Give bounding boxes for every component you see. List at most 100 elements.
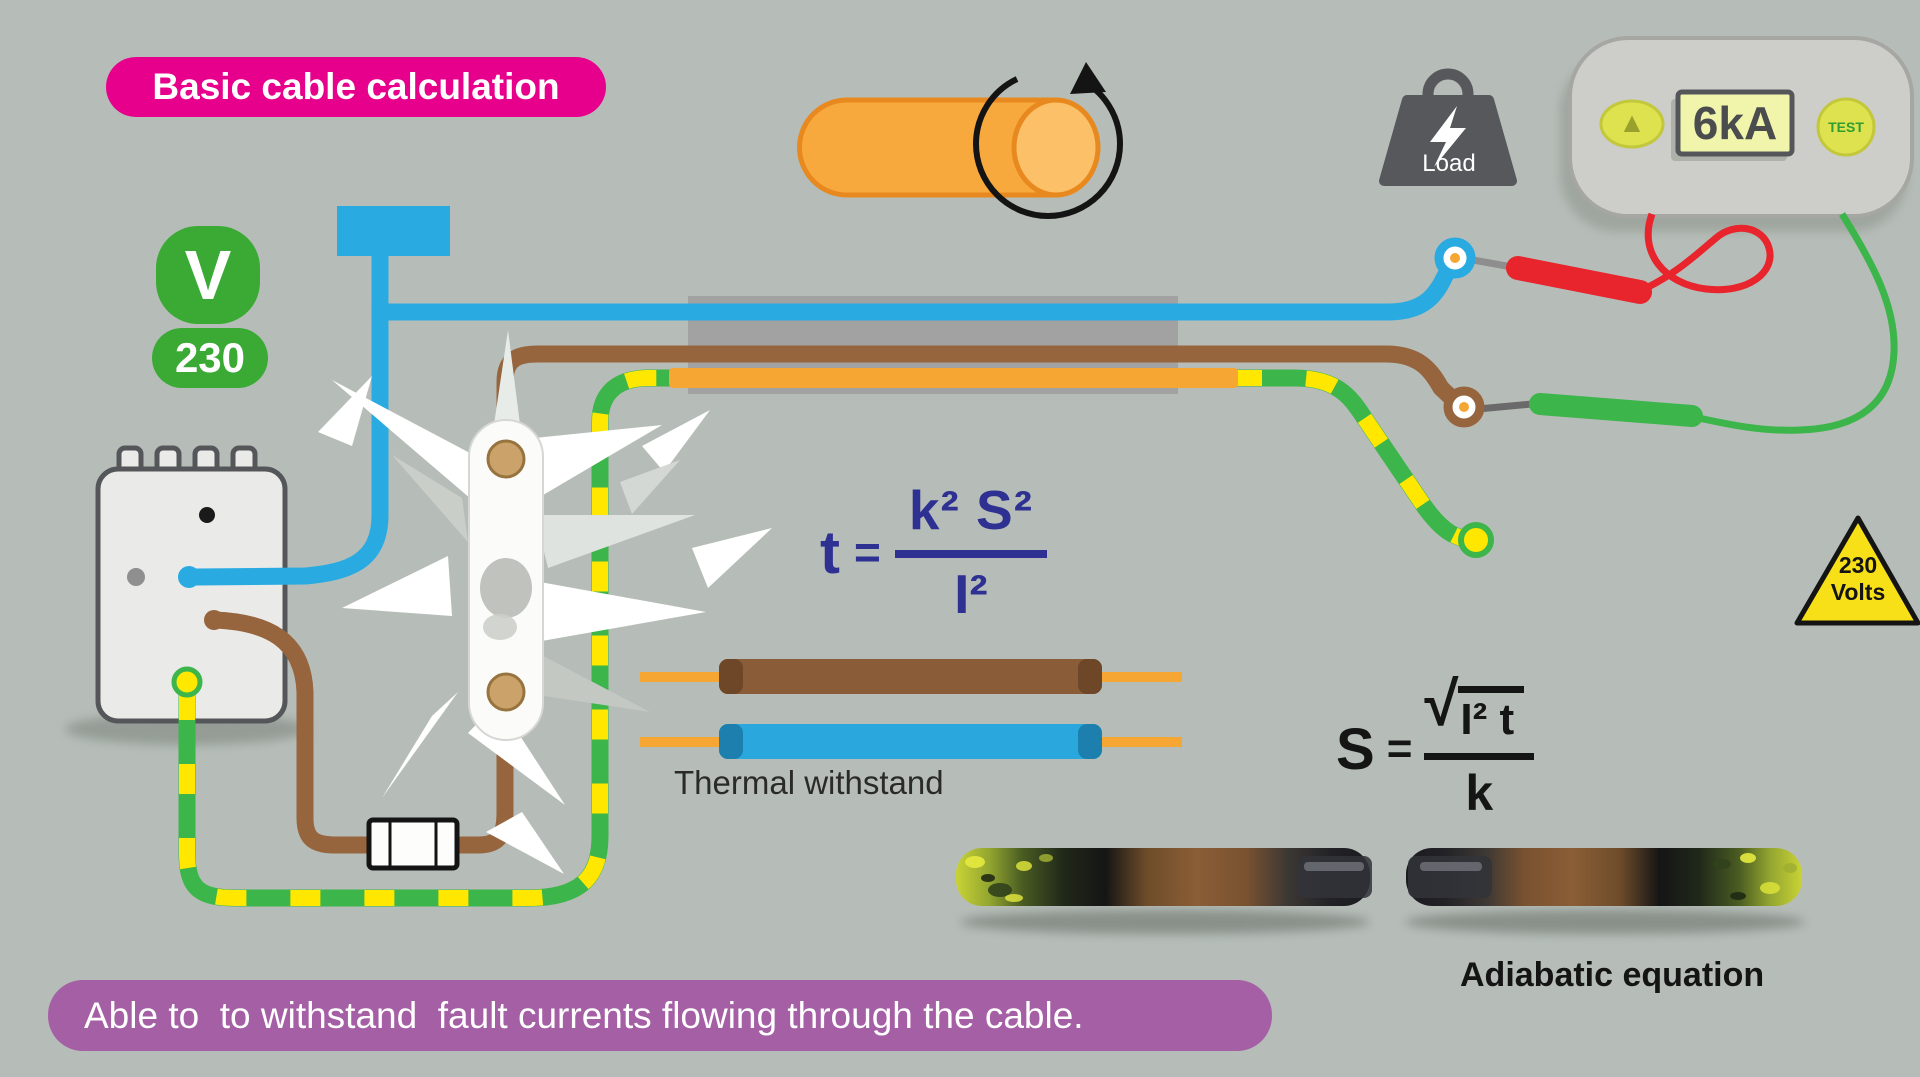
- burn-mottle: [1730, 892, 1746, 900]
- brown-cable-end: [1078, 659, 1102, 694]
- red-test-lead: [1642, 212, 1774, 294]
- wires: [178, 243, 1483, 907]
- load-label: Load: [1422, 150, 1476, 177]
- blue-cable-end: [1078, 724, 1102, 759]
- brown-terminal-core: [1459, 402, 1469, 412]
- brown-line-wire: [205, 345, 1468, 854]
- scorch-smudge: [483, 614, 517, 640]
- earth-terminal: [1458, 522, 1494, 558]
- formula-s-denominator: k: [1465, 765, 1494, 821]
- shard: [342, 556, 452, 616]
- brown-cable-end: [719, 659, 743, 694]
- brown-cable-insulation: [719, 659, 1102, 694]
- radical-sign: √: [1424, 670, 1459, 739]
- burn-mottle: [1740, 853, 1756, 863]
- formula-s-radicand: I² t: [1458, 686, 1525, 745]
- conductor-cylinder: [797, 62, 1123, 219]
- rotation-arrow-head: [1070, 62, 1106, 94]
- tester-up-button: [1599, 99, 1665, 149]
- meter-blue-terminal: [178, 566, 200, 588]
- warning-voltage-value: 230: [1838, 552, 1878, 578]
- burnt-cable-shadow: [1405, 910, 1805, 934]
- title-badge: Basic cable calculation: [106, 57, 606, 117]
- shard: [318, 376, 372, 446]
- burn-mottle: [1005, 894, 1023, 902]
- exposed-conductor-bottom: [486, 672, 526, 712]
- adiabatic-burnt-cables: [956, 848, 1805, 934]
- shard: [536, 582, 706, 642]
- burnt-cable-shadow: [960, 910, 1370, 934]
- meter-earth-terminal: [171, 666, 203, 698]
- tester-display-value: 6kA: [1692, 97, 1778, 149]
- formula-s-numerator: √ I² t: [1424, 670, 1535, 760]
- lightning-icon: [1430, 106, 1466, 167]
- fuse: [366, 817, 460, 871]
- loop-tester: [1461, 36, 1914, 434]
- tester-test-button: [1816, 97, 1876, 157]
- meter-gray-dot: [127, 568, 145, 586]
- burn-mottle: [1016, 861, 1032, 871]
- earth-wire-left: [178, 369, 685, 907]
- shard: [382, 692, 458, 798]
- burn-mottle: [1713, 859, 1731, 869]
- formula-t-numerator: k² S²: [894, 478, 1048, 558]
- voltage-value-badge: 230: [152, 328, 268, 388]
- rotation-arrow-icon: [973, 69, 1123, 219]
- adiabatic-equation-formula: S = √ I² t k: [1336, 670, 1535, 822]
- scorch-smudge: [480, 558, 532, 618]
- shard: [332, 380, 478, 505]
- burn-mottle: [981, 874, 995, 882]
- shard: [642, 410, 710, 472]
- red-probe: [1506, 256, 1652, 304]
- burnt-cable-right: [1406, 848, 1802, 906]
- formula-s-lhs: S: [1336, 716, 1375, 782]
- formula-t-equals: =: [853, 526, 881, 578]
- burn-mottle: [988, 883, 1012, 897]
- copper-core: [669, 368, 1238, 388]
- green-probe-tip: [1477, 400, 1533, 413]
- tester-display: [1675, 89, 1795, 157]
- shard: [620, 460, 680, 514]
- exposed-conductor-top: [486, 439, 526, 479]
- blue-cable-end: [719, 724, 743, 759]
- burnt-cable-left: [956, 848, 1370, 906]
- voltage-symbol-badge: V: [156, 226, 260, 324]
- test-terminals: [1434, 237, 1494, 558]
- meter-black-dot: [199, 507, 215, 523]
- shard: [492, 330, 522, 440]
- burn-mottle: [1039, 854, 1053, 862]
- busbar-block: [337, 206, 450, 256]
- formula-t-denominator: I²: [954, 563, 988, 625]
- blue-cable-insulation: [719, 724, 1102, 759]
- formula-t-fraction: k² S² I²: [894, 478, 1048, 626]
- up-triangle-icon: ▲: [1618, 107, 1646, 138]
- burn-mottle: [1760, 882, 1780, 894]
- damaged-cable-section: [318, 330, 772, 874]
- warning-sign-text: 230 Volts: [1806, 552, 1910, 606]
- warning-triangle-icon: [1794, 515, 1920, 626]
- shard: [486, 812, 564, 874]
- caption-banner: Able to to withstand fault currents flow…: [48, 980, 1272, 1051]
- shard: [515, 425, 662, 498]
- green-probe: [1529, 393, 1703, 427]
- earth-wire-right-yellow-stripe: [1232, 370, 1475, 548]
- load-weight: [1379, 68, 1517, 186]
- formula-t-lhs: t: [820, 518, 840, 586]
- burn-mottle: [1783, 863, 1797, 873]
- blue-wire-to-meter: [187, 243, 389, 586]
- charred-rod-highlight: [1304, 862, 1364, 871]
- warning-voltage-unit: Volts: [1830, 579, 1886, 605]
- green-test-lead: [1693, 212, 1898, 434]
- test-button-label: TEST: [1828, 119, 1864, 135]
- shard: [518, 648, 650, 712]
- meter-brown-terminal: [204, 610, 224, 630]
- shard: [535, 515, 695, 568]
- cylinder-face: [1011, 97, 1101, 198]
- blue-terminal-core: [1450, 253, 1460, 263]
- shard: [692, 528, 772, 588]
- thermal-withstand-formula: t = k² S² I²: [820, 478, 1048, 626]
- meter-terminals: [171, 566, 224, 698]
- earth-wire-right: [1223, 369, 1483, 549]
